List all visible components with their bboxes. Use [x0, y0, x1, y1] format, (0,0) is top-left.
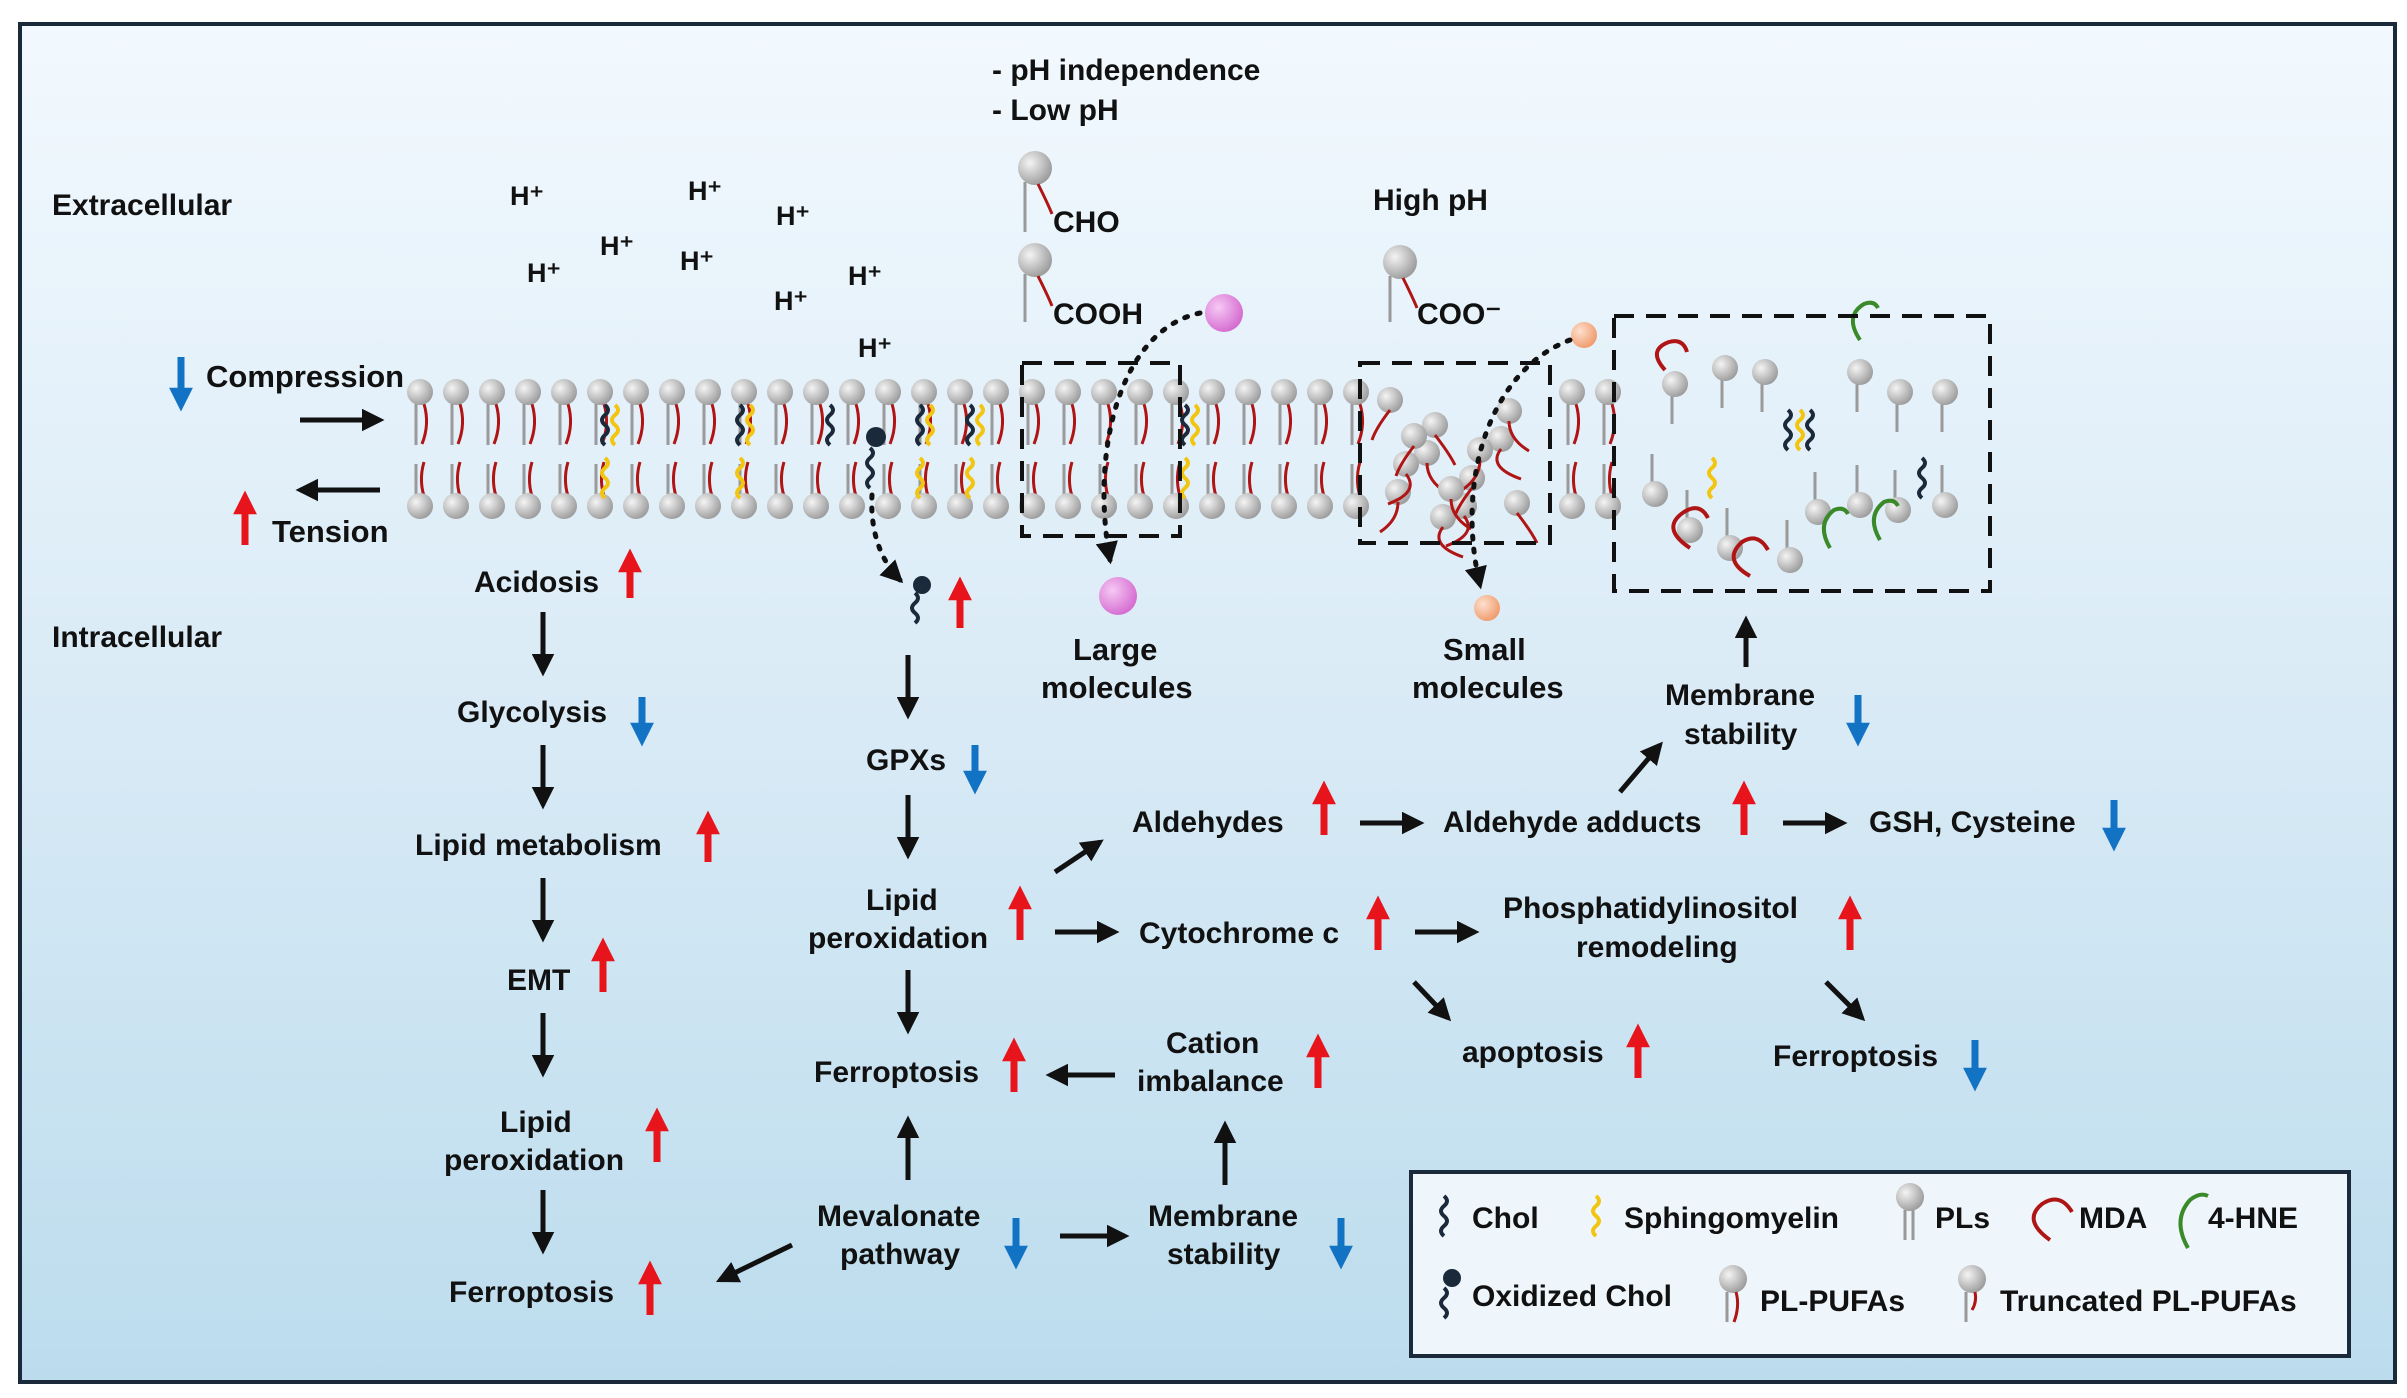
small-molecule-icon: [1474, 595, 1500, 621]
lipid-peroxidation-label: Lipid: [866, 884, 938, 917]
proton-label: H⁺: [600, 231, 634, 261]
aldehydes-label: Aldehydes: [1132, 806, 1284, 839]
mda-icon: [2031, 1197, 2074, 1242]
legend-oxidized-chol: Oxidized Chol: [1472, 1280, 1672, 1313]
lipid-metabolism-label: Lipid metabolism: [415, 829, 662, 862]
pl-icon: [1896, 1183, 1924, 1240]
proton-label: H⁺: [848, 261, 882, 291]
legend-box: [1409, 1170, 2351, 1358]
proton-label: H⁺: [858, 333, 892, 363]
oxidized-chol-icon: [865, 427, 886, 490]
gpxs-label: GPXs: [866, 744, 946, 777]
proton-label: H⁺: [776, 201, 810, 231]
membrane-stability-label: stability: [1684, 718, 1798, 751]
small-molecules-label: Small: [1443, 632, 1526, 667]
low-ph-text: - Low pH: [992, 94, 1119, 127]
large-molecule-transport-box: [1020, 361, 1182, 538]
membrane-stability-label: stability: [1167, 1238, 1281, 1271]
mevalonate-label: Mevalonate: [817, 1200, 980, 1233]
cytochrome-c-label: Cytochrome c: [1139, 917, 1339, 950]
figure-frame: [18, 22, 2397, 1384]
right-pathway: Aldehydes Aldehyde adducts GSH, Cysteine…: [1053, 615, 2126, 1092]
glycolysis-label: Glycolysis: [457, 696, 607, 729]
center-pathway: GPXs Lipid peroxidation Ferroptosis Meva…: [715, 576, 1353, 1283]
oxidized-chol-icon: [910, 576, 931, 625]
flow-arrow: [1412, 980, 1452, 1022]
legend: Chol Sphingomyelin PLs MDA 4-HNE Oxidize…: [1409, 1170, 2351, 1358]
legend-pl-pufas: PL-PUFAs: [1760, 1285, 1905, 1318]
aldehyde-lipid-icon: [1018, 151, 1054, 232]
proton-label: H⁺: [680, 246, 714, 276]
small-molecule-path-arrow: [1464, 337, 1573, 590]
lipid-peroxidation-label: peroxidation: [444, 1144, 624, 1177]
cation-imbalance-label: imbalance: [1137, 1065, 1284, 1098]
acidosis-label: Acidosis: [474, 566, 599, 599]
flow-arrow: [1618, 741, 1663, 794]
mevalonate-label: pathway: [840, 1238, 960, 1271]
compression-label: Compression: [206, 359, 404, 394]
oxidized-chol-icon: [1439, 1269, 1461, 1320]
phosphatidylinositol-label: Phosphatidylinositol: [1503, 892, 1798, 925]
proton-label: H⁺: [774, 286, 808, 316]
ferroptosis-label: Ferroptosis: [1773, 1040, 1938, 1073]
small-molecules-label: molecules: [1412, 670, 1564, 705]
carboxylate-lipid-icon: [1383, 245, 1419, 322]
damaged-membrane-box: [1612, 314, 1992, 593]
extracellular-label: Extracellular: [52, 189, 232, 222]
hne-icon: [2178, 1192, 2209, 1249]
legend-mda: MDA: [2079, 1202, 2147, 1235]
emt-label: EMT: [507, 964, 570, 997]
proton-label: H⁺: [688, 176, 722, 206]
legend-pls: PLs: [1935, 1202, 1990, 1235]
flow-arrow: [1053, 839, 1104, 875]
aldehyde-adducts-label: Aldehyde adducts: [1443, 806, 1701, 839]
truncated-pl-pufa-icon: [1958, 1265, 1986, 1322]
large-molecules-label: Large: [1073, 632, 1157, 667]
cho-group-label: CHO: [1053, 206, 1120, 239]
pl-pufa-icon: [1719, 1265, 1747, 1323]
legend-sphingomyelin: Sphingomyelin: [1624, 1202, 1839, 1235]
ph-independence-text: - pH independence: [992, 54, 1260, 87]
proton-label: H⁺: [510, 181, 544, 211]
ferroptosis-label: Ferroptosis: [814, 1056, 979, 1089]
remodeling-label: remodeling: [1576, 931, 1738, 964]
large-molecule-path-arrow: [1095, 310, 1203, 565]
small-molecule-transport-box: [1358, 361, 1552, 545]
tension-label: Tension: [272, 514, 389, 549]
large-molecules-label: molecules: [1041, 670, 1193, 705]
intracellular-label: Intracellular: [52, 621, 222, 654]
flow-arrow: [1824, 980, 1866, 1022]
large-molecule-icon: [1099, 577, 1137, 615]
lipid-bilayer: [407, 300, 1958, 578]
cooh-group-label: COOH: [1053, 298, 1143, 331]
high-ph-text: High pH: [1373, 184, 1488, 217]
gsh-cysteine-label: GSH, Cysteine: [1869, 806, 2076, 839]
lipid-peroxidation-label: Lipid: [500, 1106, 572, 1139]
proton-group: H⁺ H⁺ H⁺ H⁺ H⁺ H⁺ H⁺ H⁺ H⁺: [510, 176, 892, 363]
legend-chol: Chol: [1472, 1202, 1539, 1235]
carboxyl-lipid-icon: [1018, 243, 1054, 322]
legend-truncated-pl-pufas: Truncated PL-PUFAs: [2000, 1285, 2297, 1318]
coo-group-label: COO⁻: [1417, 298, 1501, 331]
left-pathway: Acidosis Glycolysis Lipid metabolism EMT…: [415, 548, 720, 1315]
proton-label: H⁺: [527, 258, 561, 288]
membrane-stability-label: Membrane: [1148, 1200, 1298, 1233]
cation-imbalance-label: Cation: [1166, 1027, 1259, 1060]
ferroptosis-label: Ferroptosis: [449, 1276, 614, 1309]
apoptosis-label: apoptosis: [1462, 1036, 1604, 1069]
large-molecule-icon: [1205, 294, 1243, 332]
lipid-peroxidation-label: peroxidation: [808, 922, 988, 955]
legend-4hne: 4-HNE: [2208, 1202, 2298, 1235]
small-molecule-icon: [1571, 322, 1597, 348]
flow-arrow: [715, 1242, 794, 1283]
membrane-stability-label: Membrane: [1665, 679, 1815, 712]
